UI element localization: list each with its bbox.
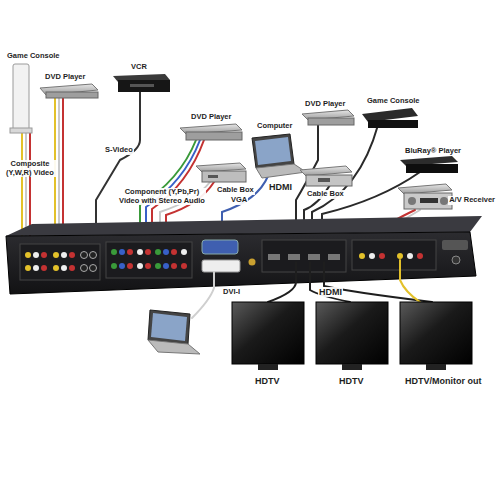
- device-label: DVD Player: [190, 113, 232, 122]
- device-label: Cable Box: [216, 186, 255, 195]
- device-label: A/V Receiver: [448, 196, 496, 205]
- device-label: HDTV: [254, 376, 281, 386]
- device-label: Cable Box: [306, 190, 345, 199]
- device-label: VGA: [230, 196, 248, 205]
- device-label: S-Video: [104, 146, 134, 155]
- device-label: DVD Player: [44, 73, 86, 82]
- device-label: Composite (Y,W,R) Video: [4, 160, 56, 177]
- device-label: HDTV: [338, 376, 365, 386]
- device-label: DVI-I: [222, 288, 241, 297]
- device-label: Component (Y,Pb,Pr) Video with Stereo Au…: [118, 188, 206, 205]
- device-label: HDMI: [268, 182, 293, 192]
- device-label: VCR: [130, 63, 148, 72]
- device-label: HDMI: [318, 287, 343, 297]
- device-label: Game Console: [6, 52, 61, 61]
- device-label: Computer: [256, 122, 293, 131]
- device-label: BluRay® Player: [404, 147, 462, 156]
- device-label: Game Console: [366, 97, 421, 106]
- device-label: HDTV/Monitor out: [404, 376, 482, 386]
- device-label: DVD Player: [304, 100, 346, 109]
